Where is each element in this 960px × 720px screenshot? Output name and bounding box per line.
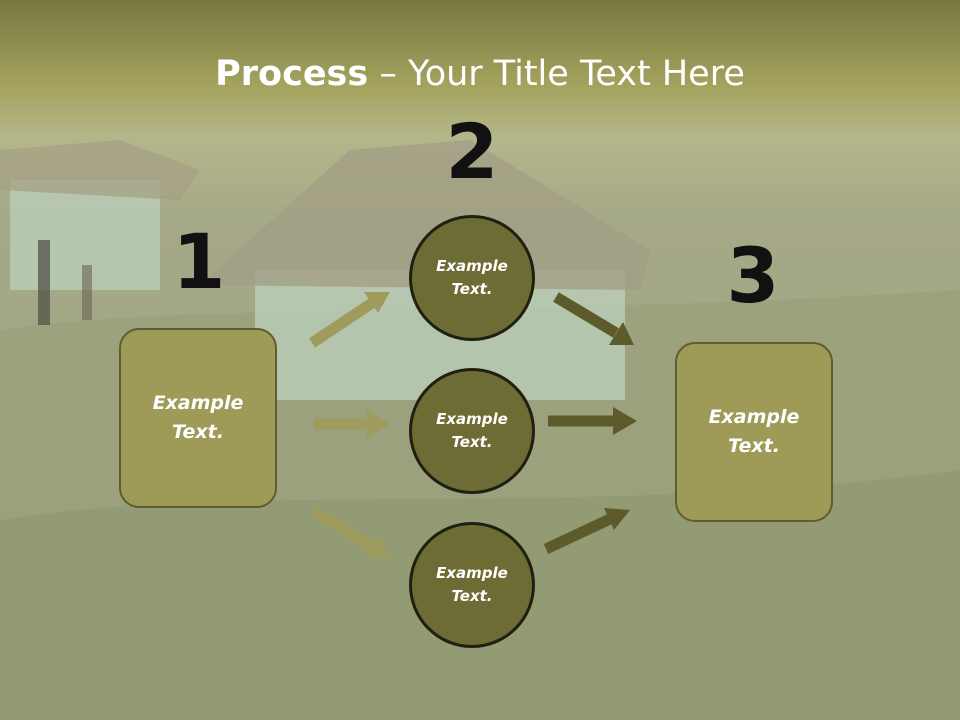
step-3-label: Example Text. bbox=[708, 406, 800, 457]
slide-title: Process – Your Title Text Here bbox=[0, 52, 960, 96]
circle-middle-label: Example Text. bbox=[436, 410, 508, 451]
step-number-2: 2 bbox=[445, 107, 499, 196]
title-rest: – Your Title Text Here bbox=[368, 54, 745, 94]
circle-bottom: Example Text. bbox=[409, 522, 535, 648]
step-number-3: 3 bbox=[726, 231, 780, 320]
circle-bottom-label: Example Text. bbox=[436, 564, 508, 605]
arrow-left-middle bbox=[314, 410, 390, 438]
arrow-right-down bbox=[543, 508, 630, 554]
title-bold: Process bbox=[215, 54, 369, 94]
step-1-box: Example Text. bbox=[119, 328, 277, 508]
arrow-right-middle bbox=[548, 407, 637, 435]
circle-top-label: Example Text. bbox=[436, 257, 508, 298]
circle-middle: Example Text. bbox=[409, 368, 535, 494]
arrow-left-down bbox=[311, 507, 390, 559]
circle-top: Example Text. bbox=[409, 215, 535, 341]
arrow-right-up bbox=[553, 292, 634, 345]
step-3-box: Example Text. bbox=[675, 342, 833, 522]
step-1-label: Example Text. bbox=[152, 392, 244, 443]
step-number-1: 1 bbox=[172, 217, 226, 306]
arrow-left-up bbox=[308, 292, 390, 348]
